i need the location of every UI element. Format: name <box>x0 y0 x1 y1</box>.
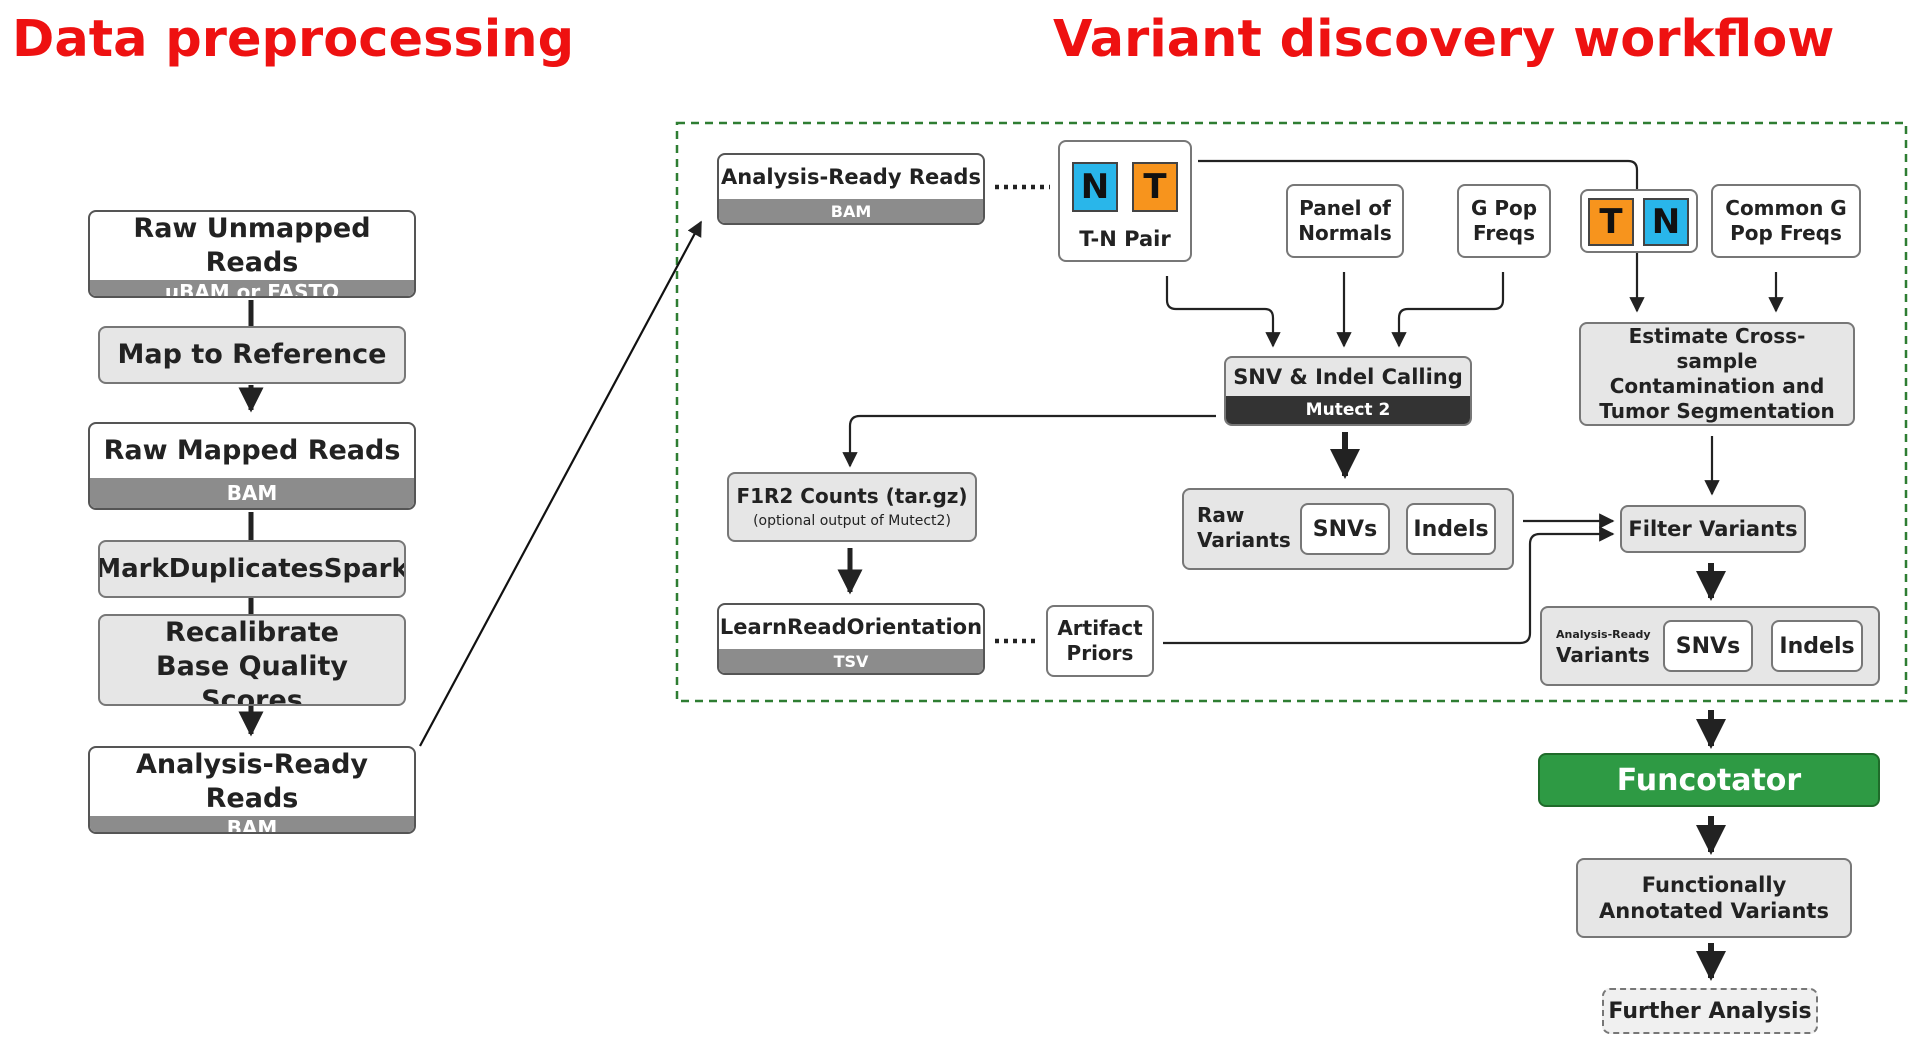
f1r2-counts-box: F1R2 Counts (tar.gz) (optional output of… <box>727 472 977 542</box>
normal-tag: N <box>1072 162 1118 212</box>
workflow-dashed-region <box>675 121 1908 703</box>
g-pop-freqs-box: G Pop Freqs <box>1457 184 1551 258</box>
raw-mapped-reads-format: BAM <box>90 478 414 508</box>
filter-variants-label: Filter Variants <box>1628 516 1798 541</box>
raw-mapped-reads-box: Raw Mapped Reads BAM <box>88 422 416 510</box>
learn-read-orientation-format: TSV <box>719 649 983 673</box>
learn-read-orientation-box: LearnReadOrientation TSV <box>717 603 985 675</box>
tn-pair-label: T-N Pair <box>1079 227 1171 251</box>
snv-indel-calling-label: SNV & Indel Calling <box>1233 364 1463 389</box>
mark-duplicates-label: MarkDuplicatesSpark <box>98 553 406 584</box>
raw-indels-chip: Indels <box>1406 503 1496 555</box>
f1r2-counts-note: (optional output of Mutect2) <box>753 513 951 529</box>
ready-snvs-chip: SNVs <box>1663 620 1753 672</box>
estimate-contamination-label: Estimate Cross-sample Contamination and … <box>1599 324 1835 423</box>
analysis-ready-variants-small-label: Analysis-Ready <box>1556 628 1651 641</box>
filter-variants-box: Filter Variants <box>1620 505 1806 553</box>
raw-variants-label: Raw Variants <box>1197 503 1291 552</box>
panel-of-normals-label: Panel of Normals <box>1298 196 1392 245</box>
normal-small-tag: N <box>1643 198 1689 246</box>
map-to-reference-label: Map to Reference <box>117 339 387 371</box>
mark-duplicates-box: MarkDuplicatesSpark <box>98 540 406 598</box>
analysis-ready-reads-left-label: Analysis-Ready Reads <box>135 749 369 814</box>
functionally-annotated-label: Functionally Annotated Variants <box>1599 872 1829 923</box>
ready-indels-chip: Indels <box>1771 620 1863 672</box>
funcotator-box: Funcotator <box>1538 753 1880 807</box>
raw-unmapped-reads-label: Raw Unmapped Reads <box>133 213 371 278</box>
analysis-ready-reads-left-box: Analysis-Ready Reads BAM <box>88 746 416 834</box>
map-to-reference-box: Map to Reference <box>98 326 406 384</box>
common-g-pop-freqs-label: Common G Pop Freqs <box>1725 196 1847 245</box>
tumor-small-tag: T <box>1588 198 1634 246</box>
raw-unmapped-reads-box: Raw Unmapped Reads uBAM or FASTQ <box>88 210 416 298</box>
further-analysis-box: Further Analysis <box>1602 988 1818 1034</box>
raw-snvs-chip: SNVs <box>1300 503 1390 555</box>
analysis-ready-reads-left-format: BAM <box>90 815 414 832</box>
analysis-ready-reads-right-box: Analysis-Ready Reads BAM <box>717 153 985 225</box>
artifact-priors-box: Artifact Priors <box>1046 605 1154 677</box>
functionally-annotated-box: Functionally Annotated Variants <box>1576 858 1852 938</box>
analysis-ready-reads-right-format: BAM <box>719 199 983 223</box>
snv-indel-calling-box: SNV & Indel Calling Mutect 2 <box>1224 356 1472 426</box>
raw-mapped-reads-label: Raw Mapped Reads <box>103 435 401 467</box>
mutect2-label: Mutect 2 <box>1226 396 1470 424</box>
learn-read-orientation-label: LearnReadOrientation <box>719 614 983 639</box>
title-data-preprocessing: Data preprocessing <box>12 10 575 69</box>
title-variant-discovery: Variant discovery workflow <box>1053 10 1835 69</box>
artifact-priors-label: Artifact Priors <box>1057 616 1143 665</box>
panel-of-normals-box: Panel of Normals <box>1286 184 1404 258</box>
estimate-contamination-box: Estimate Cross-sample Contamination and … <box>1579 322 1855 426</box>
recalibrate-label: Recalibrate Base Quality Scores <box>156 617 348 706</box>
recalibrate-box: Recalibrate Base Quality Scores <box>98 614 406 706</box>
analysis-ready-variants-label: Variants <box>1556 643 1650 667</box>
raw-unmapped-reads-format: uBAM or FASTQ <box>90 279 414 296</box>
analysis-ready-reads-right-label: Analysis-Ready Reads <box>721 164 981 189</box>
f1r2-counts-label: F1R2 Counts (tar.gz) <box>736 484 968 508</box>
common-g-pop-freqs-box: Common G Pop Freqs <box>1711 184 1861 258</box>
tumor-tag: T <box>1132 162 1178 212</box>
g-pop-freqs-label: G Pop Freqs <box>1470 196 1538 245</box>
